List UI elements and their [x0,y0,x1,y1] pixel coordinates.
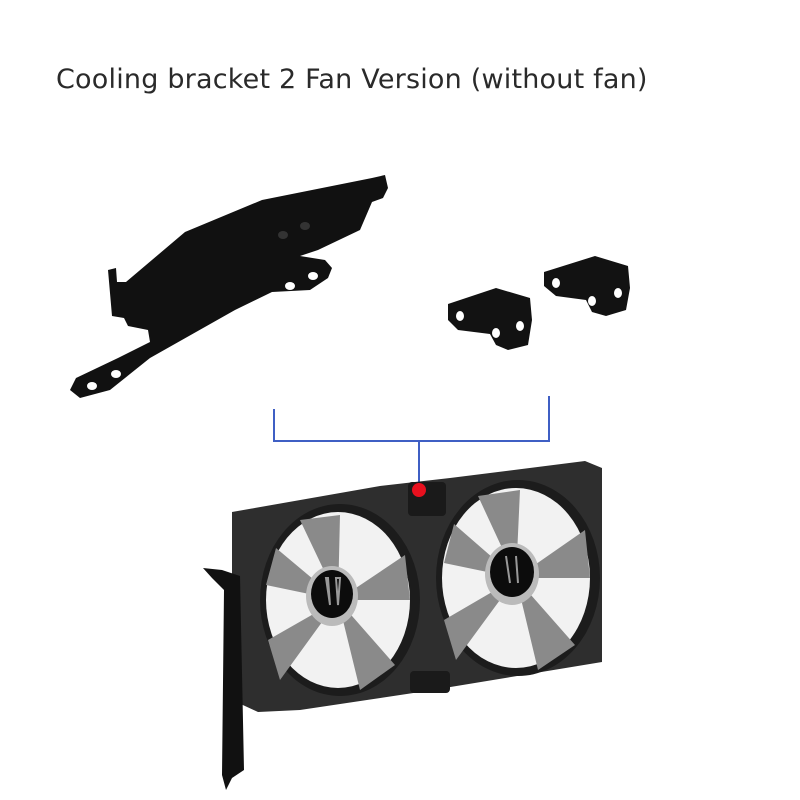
l-bracket-right [544,256,630,316]
assembly-marker-dot [412,483,426,497]
product-title: Cooling bracket 2 Fan Version (without f… [56,64,648,95]
l-bracket-left [448,288,532,350]
fan-right [436,480,600,676]
assembly-connector-lines [273,396,550,484]
dual-fan-assembly [203,461,602,790]
pci-slot-bracket [70,175,388,398]
fan-left [260,504,420,696]
